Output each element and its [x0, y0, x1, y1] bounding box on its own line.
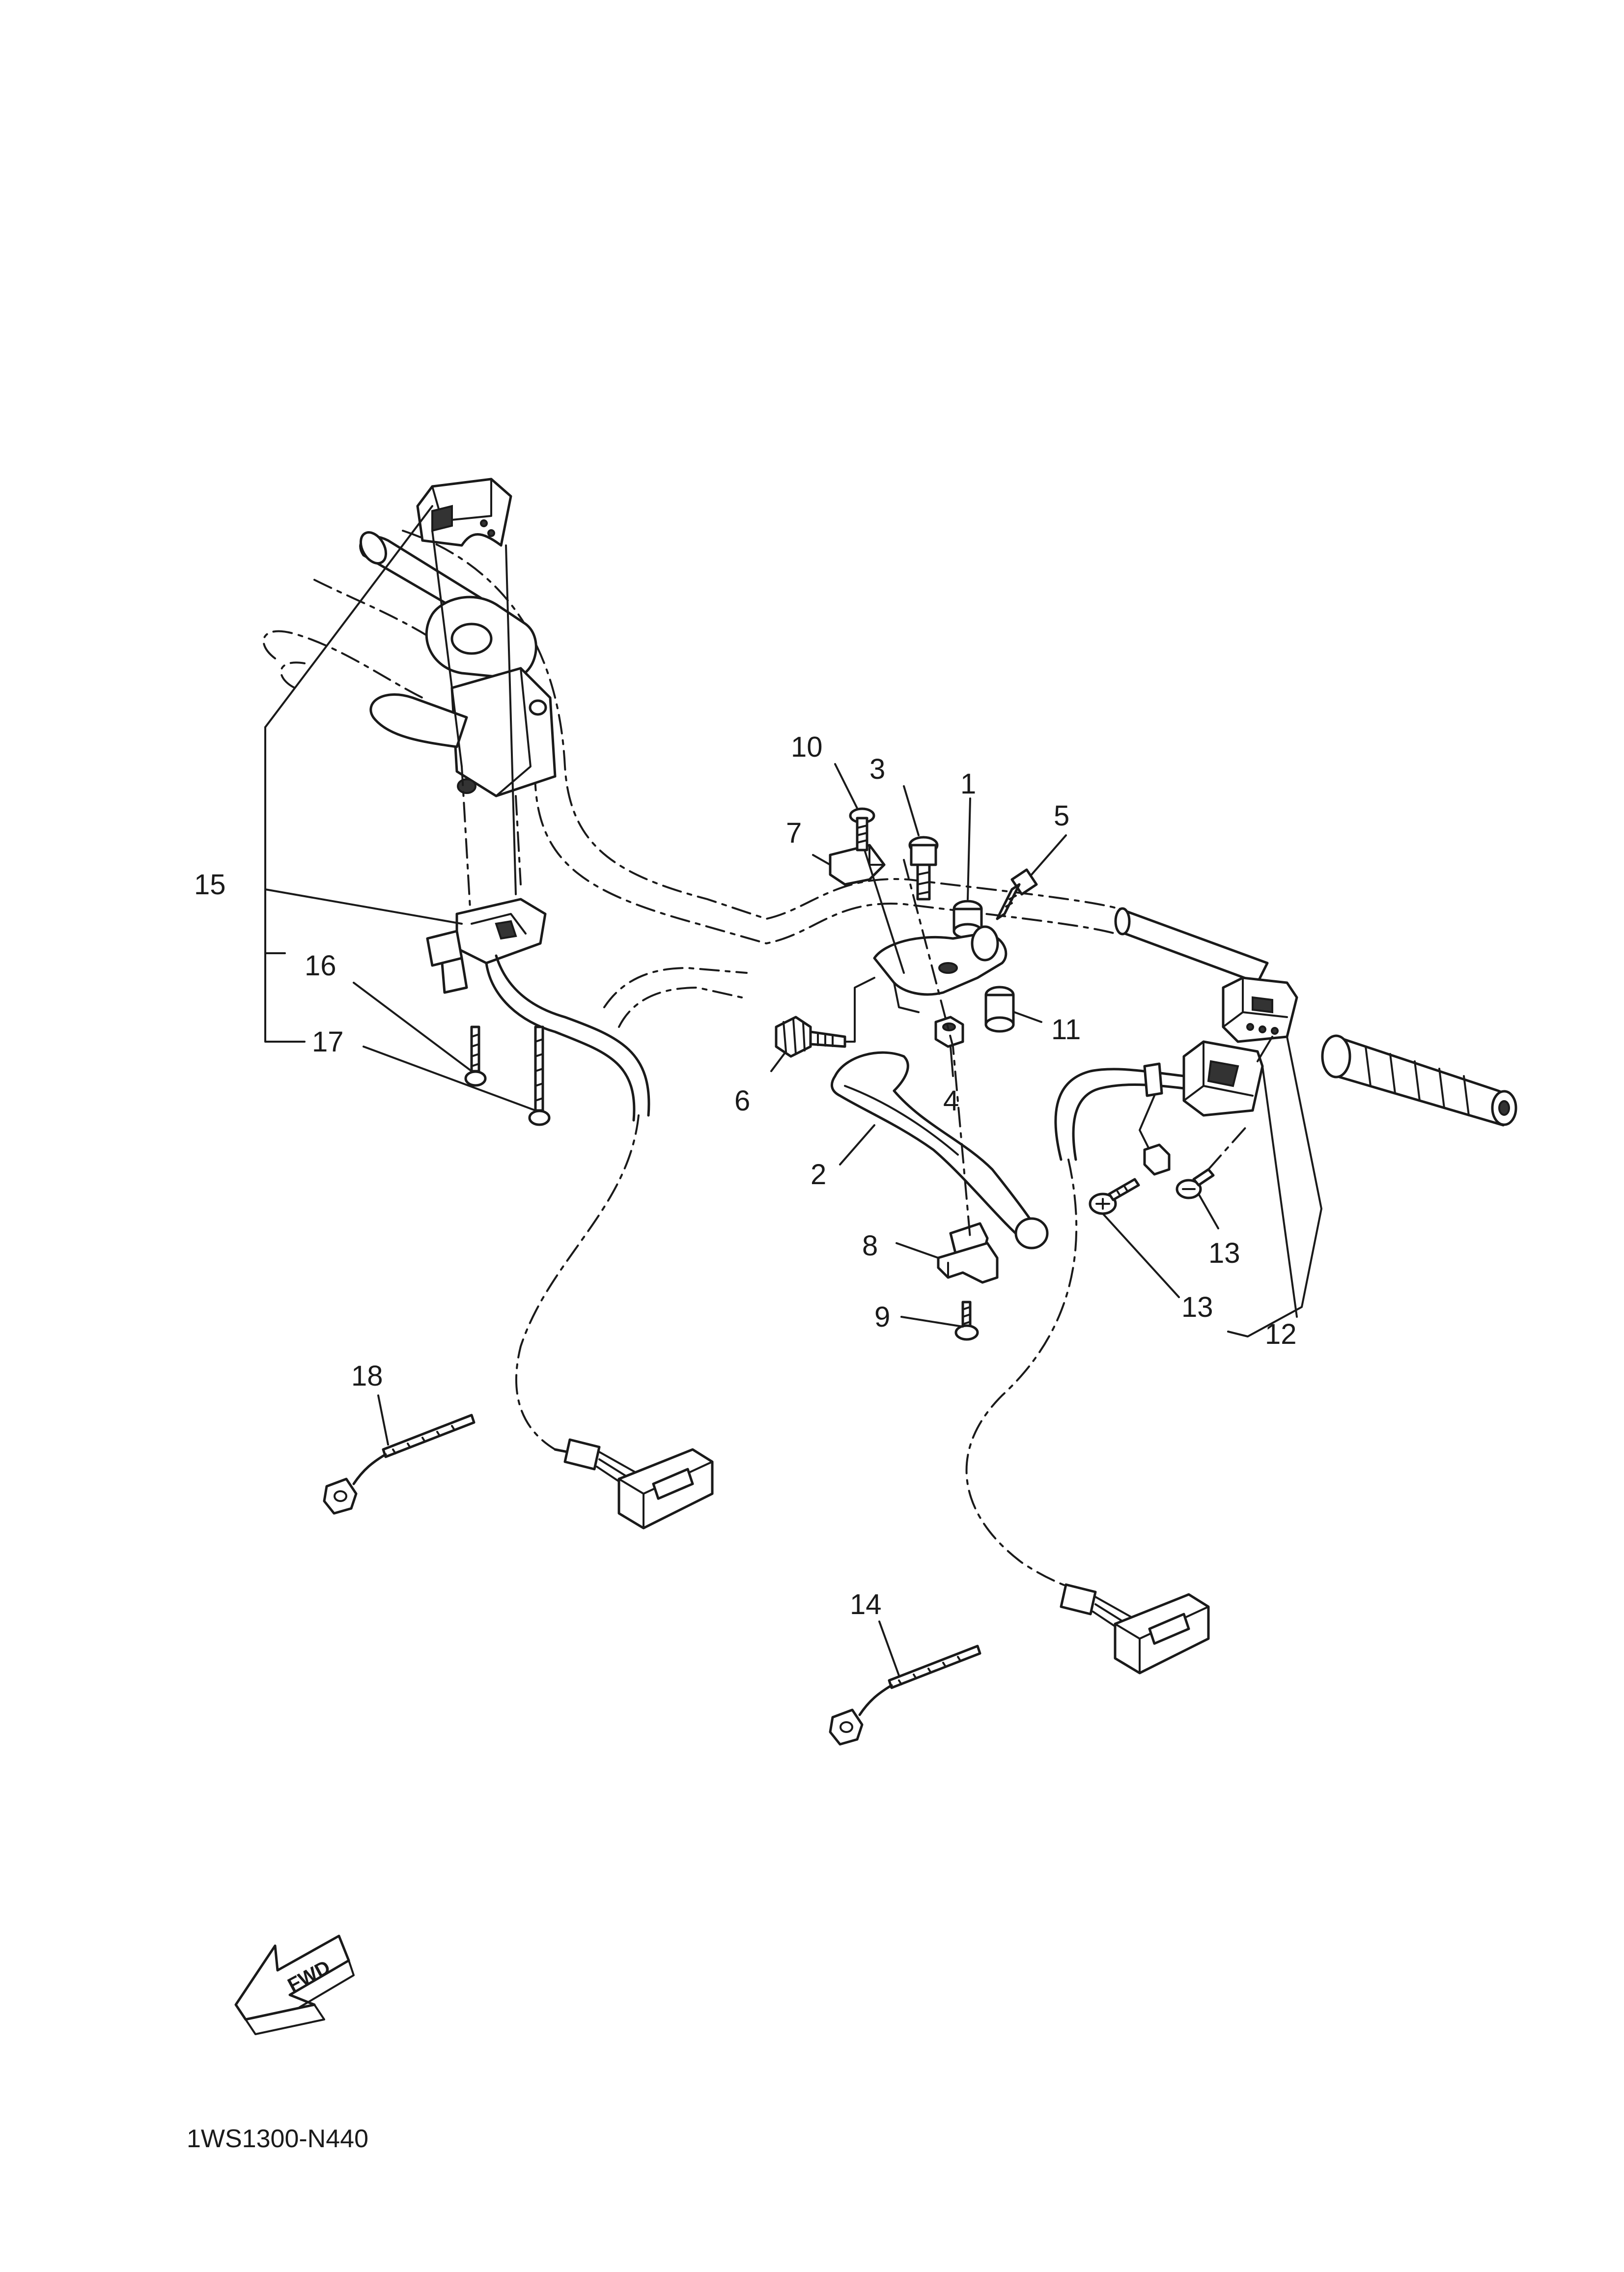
lever-2 — [830, 1051, 1049, 1250]
callout-13a: 13 — [1208, 1237, 1240, 1269]
callout-15: 15 — [194, 869, 226, 901]
callout-11: 11 — [1051, 1014, 1081, 1046]
screw-10 — [849, 807, 875, 852]
bolt-3 — [908, 836, 939, 901]
callout-14: 14 — [850, 1589, 882, 1620]
right-grip — [1114, 907, 1517, 1127]
nut-4 — [934, 1016, 964, 1048]
callout-2: 2 — [811, 1159, 826, 1191]
right-switch-lower — [965, 1040, 1264, 1593]
switch-housing-top — [416, 478, 512, 547]
screw-5 — [996, 868, 1038, 920]
callout-1: 1 — [960, 768, 976, 800]
adjuster-6 — [775, 977, 875, 1058]
callout-18: 18 — [351, 1360, 383, 1392]
cable-tie-14 — [829, 1645, 981, 1746]
callout-3: 3 — [869, 753, 885, 785]
callout-8: 8 — [862, 1230, 878, 1262]
left-connector — [554, 1438, 714, 1530]
callout-6: 6 — [734, 1085, 750, 1117]
leader-lines — [264, 505, 1322, 1676]
callout-13b: 13 — [1181, 1291, 1213, 1323]
center-guide-line — [903, 859, 971, 1239]
callout-9: 9 — [874, 1301, 890, 1333]
lever-holder — [873, 925, 1008, 1013]
cable-tie-18 — [323, 1414, 476, 1515]
right-switch-upper — [1222, 976, 1298, 1043]
callout-12: 12 — [1265, 1318, 1297, 1350]
left-switch-lower — [426, 898, 650, 1450]
diagram-code: 1WS1300-N440 — [187, 2125, 368, 2153]
callout-17: 17 — [312, 1026, 344, 1058]
callout-7: 7 — [786, 817, 802, 849]
center-guide-line-2 — [864, 849, 905, 974]
screw-13b — [1176, 1124, 1249, 1199]
right-guide-line — [1257, 1036, 1273, 1062]
screw-9 — [954, 1301, 979, 1341]
terminal-block — [1139, 1095, 1171, 1176]
screw-16 — [464, 1025, 487, 1087]
assembly-guide-lines — [431, 530, 522, 935]
handlebar-outline — [262, 530, 1121, 1028]
collar-11 — [984, 986, 1015, 1033]
screw-17 — [528, 1025, 551, 1126]
screw-13a — [1089, 1178, 1140, 1215]
right-connector — [1060, 1583, 1210, 1675]
callout-5: 5 — [1054, 800, 1069, 832]
callout-16: 16 — [305, 950, 336, 982]
callout-4: 4 — [943, 1085, 959, 1117]
collar-1 — [952, 900, 983, 939]
forward-arrow-icon: FWD — [234, 1934, 355, 2035]
switch-8 — [937, 1222, 999, 1284]
callout-10: 10 — [791, 731, 823, 763]
